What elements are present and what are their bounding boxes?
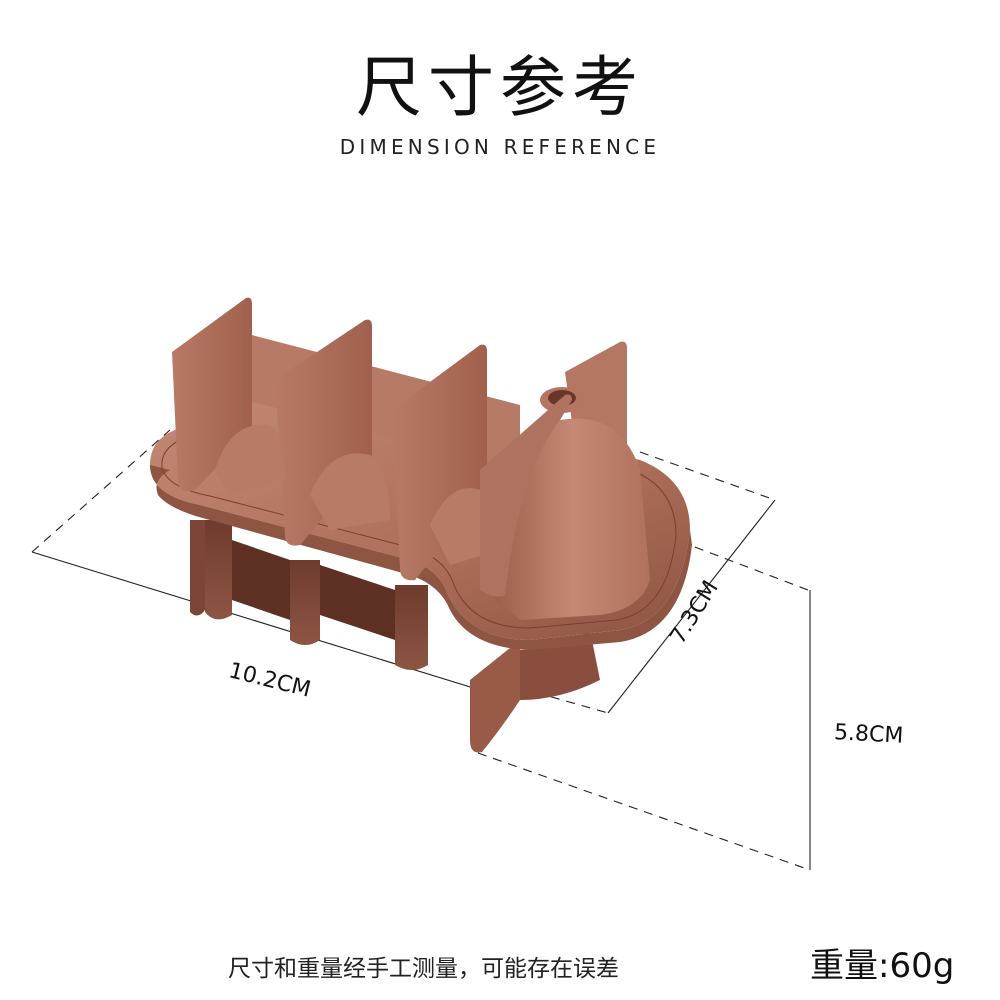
page-subtitle: DIMENSION REFERENCE <box>339 135 661 159</box>
dimension-lines <box>31 429 811 871</box>
measurement-disclaimer: 尺寸和重量经手工测量，可能存在误差 <box>228 956 619 982</box>
height-label: 5.8CM <box>833 720 904 749</box>
silicone-mold <box>150 297 692 753</box>
weight-label: 重量:60g <box>810 946 955 986</box>
page-title: 尺寸参考 <box>356 49 644 126</box>
